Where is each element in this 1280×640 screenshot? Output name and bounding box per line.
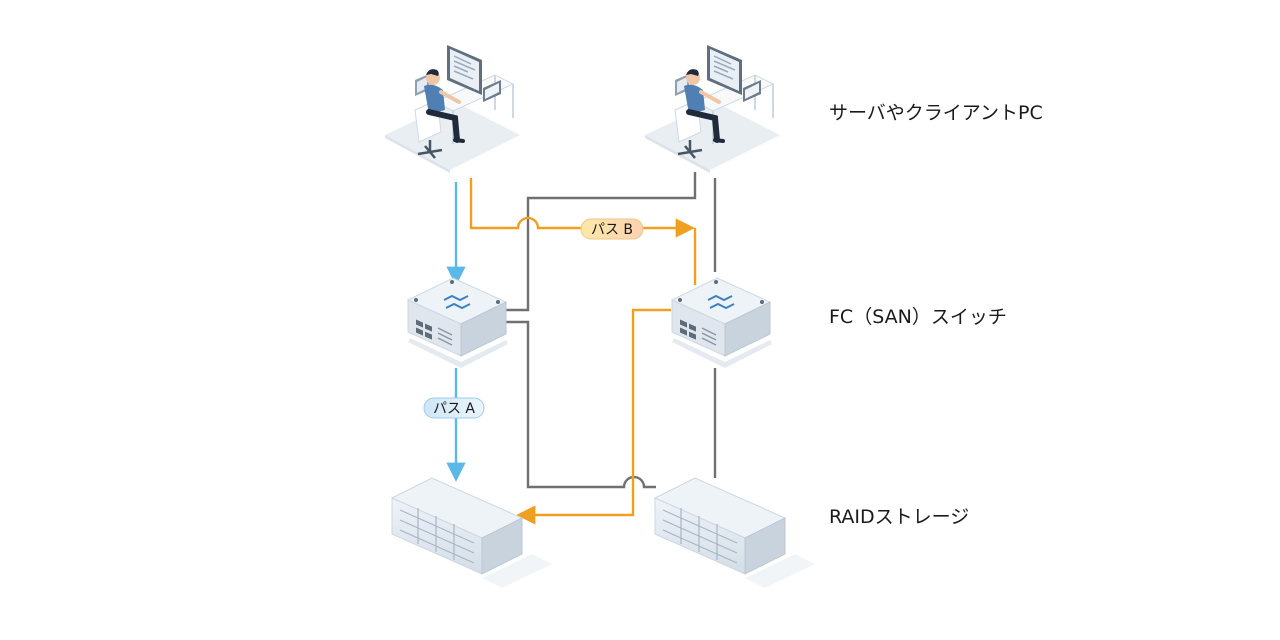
switch-left (406, 277, 508, 368)
storage-label: RAIDストレージ (829, 506, 970, 528)
path-b-switch-to-storage-left (516, 308, 671, 525)
network-switch-icon (406, 277, 508, 368)
switch-right (670, 277, 772, 368)
link-server-right-to-switch-left (506, 172, 697, 312)
connection-lines (446, 172, 717, 525)
path-b-server-to-switch-right (469, 178, 695, 238)
servers-label: サーバやクライアントPC (829, 102, 1043, 124)
server-left (385, 45, 520, 173)
storage-right (653, 477, 815, 588)
path-b-text: パス B (591, 222, 633, 238)
server-right (645, 45, 780, 173)
network-switch-icon (670, 277, 772, 368)
workstation-icon (645, 45, 780, 173)
link-switch-left-to-storage-right (506, 320, 656, 489)
storage-left (390, 477, 552, 588)
path-a-label: パス A (423, 397, 485, 419)
workstation-icon (385, 45, 520, 173)
switches-label: FC（SAN）スイッチ (829, 306, 1007, 328)
path-b-label: パス B (580, 218, 644, 240)
raid-storage-icon (390, 477, 552, 588)
raid-storage-icon (653, 477, 815, 588)
path-a-text: パス A (433, 401, 475, 417)
